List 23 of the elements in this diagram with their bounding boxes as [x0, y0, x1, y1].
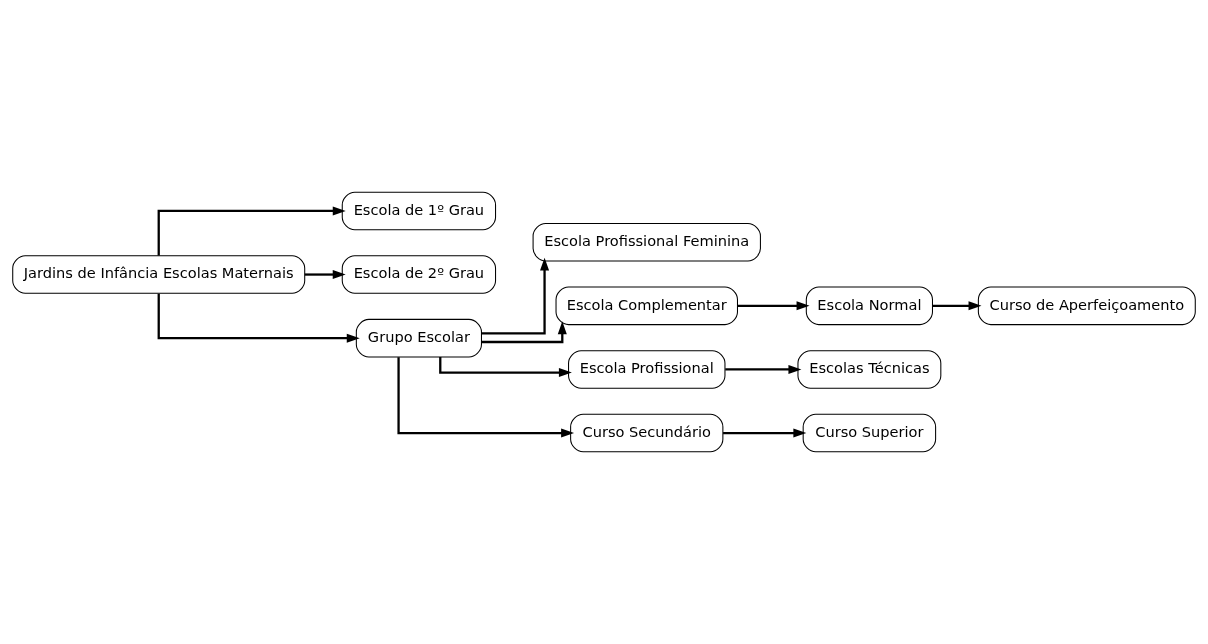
- node-box: Escolas Técnicas: [797, 350, 942, 389]
- node-box: Escola Profissional: [568, 350, 726, 389]
- arrow: [932, 301, 982, 311]
- arrow: [397, 357, 575, 438]
- arrow: [725, 364, 802, 374]
- node-box: Escola Complementar: [555, 286, 738, 326]
- arrow: [304, 270, 346, 280]
- node-box: Grupo Escolar: [355, 318, 482, 358]
- node-box: Escola de 2º Grau: [341, 255, 497, 294]
- arrow: [157, 206, 346, 256]
- node-box: Curso de Aperfeiçoamento: [977, 286, 1196, 326]
- arrow: [157, 293, 360, 343]
- arrow: [439, 357, 572, 378]
- arrow: [737, 301, 810, 311]
- node-box: Jardins de Infância Escolas Maternais: [12, 255, 306, 294]
- node-box: Curso Superior: [802, 413, 937, 453]
- arrow: [481, 257, 550, 335]
- node-box: Curso Secundário: [570, 413, 724, 453]
- node-box: Escola de 1º Grau: [341, 191, 497, 231]
- arrow: [481, 321, 567, 344]
- node-box: Escola Profissional Feminina: [532, 222, 761, 262]
- node-box: Escola Normal: [805, 286, 933, 326]
- arrow: [723, 428, 807, 438]
